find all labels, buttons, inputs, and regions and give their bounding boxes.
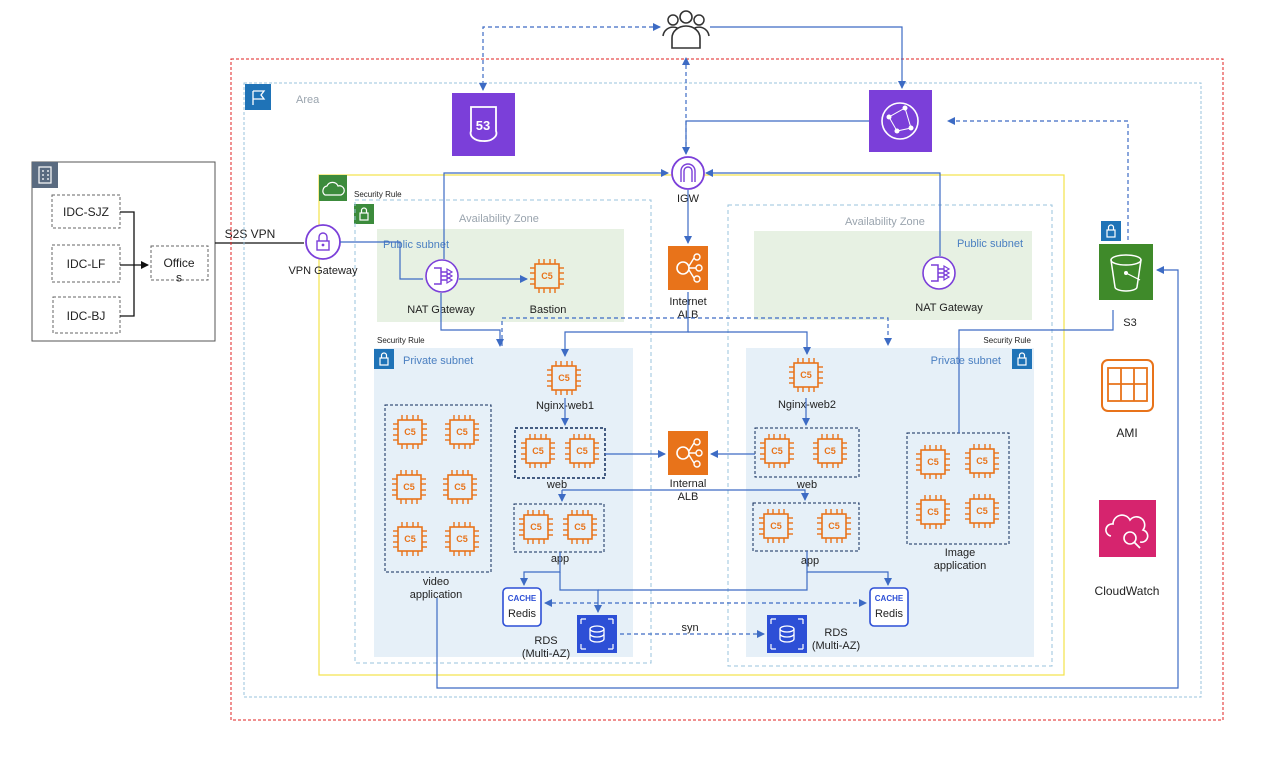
internal-alb-icon	[667, 430, 709, 476]
az-left-label: Availability Zone	[459, 213, 539, 225]
c5-text: C5	[532, 446, 544, 456]
image-app-group	[906, 432, 1010, 545]
c5-text: C5	[976, 456, 988, 466]
security-rule-label: Security Rule	[354, 190, 402, 199]
route53-text: 53	[476, 118, 490, 133]
az-right-label: Availability Zone	[845, 216, 925, 228]
vpn-gateway-icon	[305, 224, 341, 260]
nat-gateway-right-icon	[922, 256, 956, 290]
area-label: Area	[296, 94, 320, 106]
c5-text: C5	[828, 521, 840, 531]
public-subnet-right	[754, 231, 1032, 320]
c5-text: C5	[454, 482, 466, 492]
web-right-label: web	[796, 479, 817, 491]
cloudfront-icon	[869, 90, 932, 152]
cloudwatch-label: CloudWatch	[1095, 584, 1160, 598]
connectors	[340, 23, 1179, 689]
rds-left-icon	[576, 614, 618, 654]
area-flag-icon	[245, 84, 271, 110]
vpn-gateway-label: VPN Gateway	[288, 265, 358, 277]
rds-right-label: RDS(Multi-AZ)	[812, 627, 860, 652]
c5-text: C5	[541, 271, 553, 281]
bastion-label: Bastion	[530, 304, 567, 316]
cache-text: CACHE	[508, 594, 537, 603]
idc-box	[51, 244, 121, 283]
security-rule-label: Security Rule	[377, 336, 425, 345]
idc-label: IDC-BJ	[67, 309, 106, 323]
users-icon	[662, 10, 710, 49]
app-right-label: app	[801, 555, 819, 567]
c5-text: C5	[403, 482, 415, 492]
c5-text: C5	[456, 427, 468, 437]
route53-icon: 53	[452, 93, 515, 156]
rds-right-icon	[766, 614, 808, 654]
igw-icon	[671, 156, 705, 190]
public-subnet-left	[377, 229, 624, 322]
c5-text: C5	[800, 370, 812, 380]
public-subnet-right-label: Public subnet	[957, 238, 1023, 250]
c5-text: C5	[404, 427, 416, 437]
idc-box	[51, 194, 121, 229]
c5-text: C5	[771, 446, 783, 456]
security-rule-label: Security Rule	[983, 336, 1031, 345]
s2s-vpn-label: S2S VPN	[225, 227, 276, 241]
cloudwatch-icon	[1099, 500, 1156, 557]
area-border	[243, 82, 1202, 698]
c5-text: C5	[576, 446, 588, 456]
s3-bucket-icon	[1099, 244, 1153, 300]
ami-icon	[1101, 359, 1154, 412]
video-app-group	[384, 404, 492, 573]
idc-label: IDC-SJZ	[63, 205, 109, 219]
az-left-border	[354, 199, 652, 664]
s3-label: S3	[1123, 317, 1136, 329]
c5-text: C5	[927, 457, 939, 467]
c5-text: C5	[456, 534, 468, 544]
app-group-right	[752, 502, 860, 552]
cache-text: CACHE	[875, 594, 904, 603]
private-subnet-lock-icon	[373, 348, 395, 370]
private-subnet-right-label: Private subnet	[931, 355, 1001, 367]
idc-label: IDC-LF	[67, 257, 106, 271]
rds-left-label: RDS(Multi-AZ)	[522, 635, 570, 660]
web-left-label: web	[546, 479, 567, 491]
corporate-building-icon	[32, 162, 58, 188]
redis-left-label: Redis	[508, 608, 537, 620]
c5-text: C5	[976, 506, 988, 516]
web-group-left	[514, 427, 606, 479]
ami-label: AMI	[1116, 426, 1137, 440]
security-group-lock-icon	[353, 203, 375, 225]
web-group-right	[754, 427, 860, 478]
c5-text: C5	[824, 446, 836, 456]
nat-gateway-left-icon	[425, 259, 459, 293]
private-subnet-left-label: Private subnet	[403, 355, 473, 367]
public-subnet-left-label: Public subnet	[383, 239, 449, 251]
c5-text: C5	[770, 521, 782, 531]
app-group-left	[513, 503, 605, 553]
c5-text: C5	[404, 534, 416, 544]
c5-text: C5	[558, 373, 570, 383]
nginx-web2-label: Nginx-web2	[778, 399, 836, 411]
region-border	[230, 58, 1224, 721]
idc-box	[52, 296, 121, 334]
c5-text: C5	[927, 507, 939, 517]
c5-text: C5	[530, 522, 542, 532]
redis-right-label: Redis	[875, 608, 904, 620]
internet-alb-icon	[667, 245, 709, 291]
nat-gateway-right-label: NAT Gateway	[915, 302, 983, 314]
c5-text: C5	[574, 522, 586, 532]
az-right-border	[727, 204, 1053, 667]
private-subnet-lock-icon	[1011, 348, 1033, 370]
s3-lock-icon	[1100, 220, 1122, 242]
syn-label: syn	[681, 622, 698, 634]
